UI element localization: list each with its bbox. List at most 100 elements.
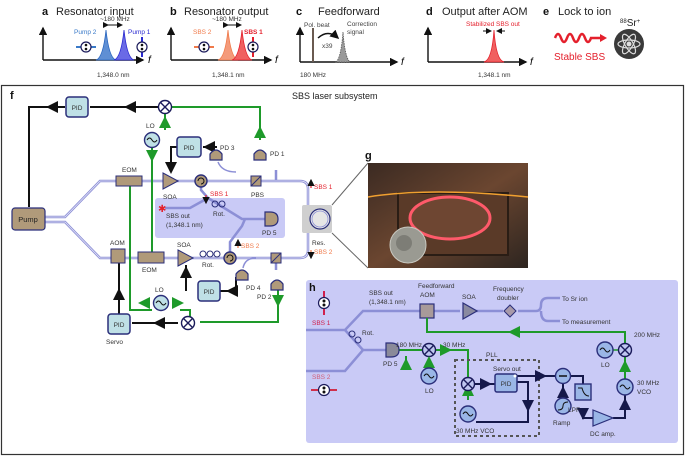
panel-g-letter: g — [365, 150, 372, 162]
sbs2-label: SBS 2 — [241, 243, 260, 250]
pid-label: PID — [72, 105, 83, 112]
pd2-label: PD 2 — [257, 294, 272, 301]
sbs2-horizontal-polarization-icon — [311, 383, 337, 397]
sbs1-vertical-polarization-icon — [317, 291, 331, 315]
panel-a-title: Resonator input — [56, 6, 134, 18]
circulator-top — [194, 174, 208, 188]
vertical-polarization-icon — [136, 37, 148, 57]
sbs2-arrow-right: SBS 2 — [307, 249, 333, 260]
eom-label: EOM — [122, 167, 137, 174]
sine-icon — [146, 137, 158, 143]
pump-box[interactable]: Pump — [11, 207, 46, 231]
pid-label: PID — [184, 145, 195, 152]
pid-label: PID — [204, 289, 215, 296]
pid-servo[interactable]: PID Servo — [106, 313, 131, 346]
panel-a: a Resonator input f ~180 MHz Pump 2 Pump… — [38, 6, 152, 79]
mixer-bottom — [180, 315, 196, 331]
mixer-top — [157, 99, 173, 115]
to-measurement-label: To measurement — [562, 319, 611, 326]
panel-b-letter: b — [170, 6, 177, 18]
spacing-label: ~180 MHz — [100, 16, 130, 23]
eom-top: EOM — [115, 167, 143, 187]
pump1-peak — [113, 29, 135, 61]
vco-freq-label: 30 MHz — [637, 380, 659, 387]
stabilized-peak — [483, 29, 505, 63]
pll-box — [454, 359, 540, 437]
pump-label: Pump — [18, 215, 38, 224]
stabilized-label: Stabilized SBS out — [466, 21, 520, 28]
pump2-label: Pump 2 — [74, 29, 97, 36]
soa-label: SOA — [462, 294, 476, 301]
pid-label: PID — [501, 381, 512, 388]
spacing-label: ~180 MHz — [212, 16, 242, 23]
panel-c-letter: c — [296, 6, 302, 18]
wavelength-label: 1,348.1 nm — [478, 72, 511, 79]
lo-label: LO — [425, 388, 434, 395]
h-pd5: PD 5 — [383, 342, 400, 368]
wavelength-label: 1,348.0 nm — [97, 72, 130, 79]
sine-icon — [155, 300, 167, 306]
multiplier-label: x39 — [322, 43, 333, 50]
pd5-label: PD 5 — [383, 361, 398, 368]
ion-charge: + — [637, 19, 641, 25]
pid-mid[interactable]: PID — [176, 136, 202, 158]
pd2: PD 2 — [257, 279, 284, 301]
lo-bottom: LO — [152, 287, 170, 312]
h-lpf: LPF — [568, 383, 592, 414]
svg-text:✱: ✱ — [158, 204, 166, 215]
h-pid[interactable]: PID — [494, 373, 518, 393]
panel-e: e Lock to ion 88Sr+ Stable SBS — [543, 6, 644, 63]
sbs1-arrow-top: SBS 1 — [202, 191, 229, 205]
atom-icon — [614, 29, 644, 59]
pd4-label: PD 4 — [246, 285, 261, 292]
light-wave-icon — [553, 32, 601, 44]
freq-label: 180 MHz — [300, 72, 326, 79]
servo-out-label: Servo out — [493, 366, 521, 373]
180mhz-label: 180 MHz — [396, 342, 422, 349]
sine-icon — [423, 373, 435, 379]
sbs1-label: SBS 1 — [312, 320, 331, 327]
resonator-photo — [367, 163, 529, 268]
sbs2-arrow-mid: SBS 2 — [234, 238, 260, 250]
soa-top: SOA — [162, 172, 180, 201]
lo-label: LO — [155, 287, 164, 294]
eom-label: EOM — [142, 267, 157, 274]
panel-h-letter: h — [309, 282, 316, 294]
aom-label: AOM — [420, 292, 435, 299]
to-sr-ion-label: To Sr ion — [562, 296, 588, 303]
h-lo-2: LO — [596, 341, 620, 369]
panel-e-letter: e — [543, 6, 549, 18]
f-label: f — [401, 57, 405, 68]
correction-label-2: signal — [347, 29, 365, 36]
sbs-out-label: SBS out — [369, 290, 393, 297]
sine-icon — [619, 384, 631, 390]
zoom-line-top — [331, 162, 369, 206]
h-lo-1: LO — [420, 367, 438, 395]
pump2-peak — [95, 29, 117, 61]
vertical-polarization-icon — [247, 37, 259, 57]
soa-label: SOA — [177, 242, 191, 249]
h-ramp: Ramp — [553, 397, 572, 427]
pid-bottom-mid[interactable]: PID — [197, 280, 221, 302]
aom: AOM — [110, 240, 126, 264]
resonator[interactable]: Res. — [302, 205, 332, 247]
h-mixer-1 — [421, 342, 437, 358]
f-label: f — [275, 55, 279, 66]
sbs1-label: SBS 1 — [244, 29, 263, 36]
pid-label: PID — [114, 322, 125, 329]
pll-label: PLL — [486, 352, 498, 359]
pid-top-left[interactable]: PID — [65, 96, 89, 118]
frequency-doubler-label: Frequency — [493, 286, 524, 293]
h-vco-pll: 30 MHz VCO — [456, 405, 494, 435]
pbs-label: PBS — [251, 192, 265, 199]
ion-element: Sr — [627, 18, 638, 29]
h-fiber-paths — [306, 296, 560, 373]
rot-label: Rot. — [362, 330, 374, 337]
wavelength-label: 1,348.1 nm — [212, 72, 245, 79]
h-mixer-2 — [617, 342, 633, 358]
sbs-out-emitter-icon: ✱ — [158, 204, 166, 215]
panel-e-title: Lock to ion — [558, 6, 611, 18]
ramp-icon — [557, 401, 569, 411]
correction-signal-peak — [334, 31, 352, 63]
